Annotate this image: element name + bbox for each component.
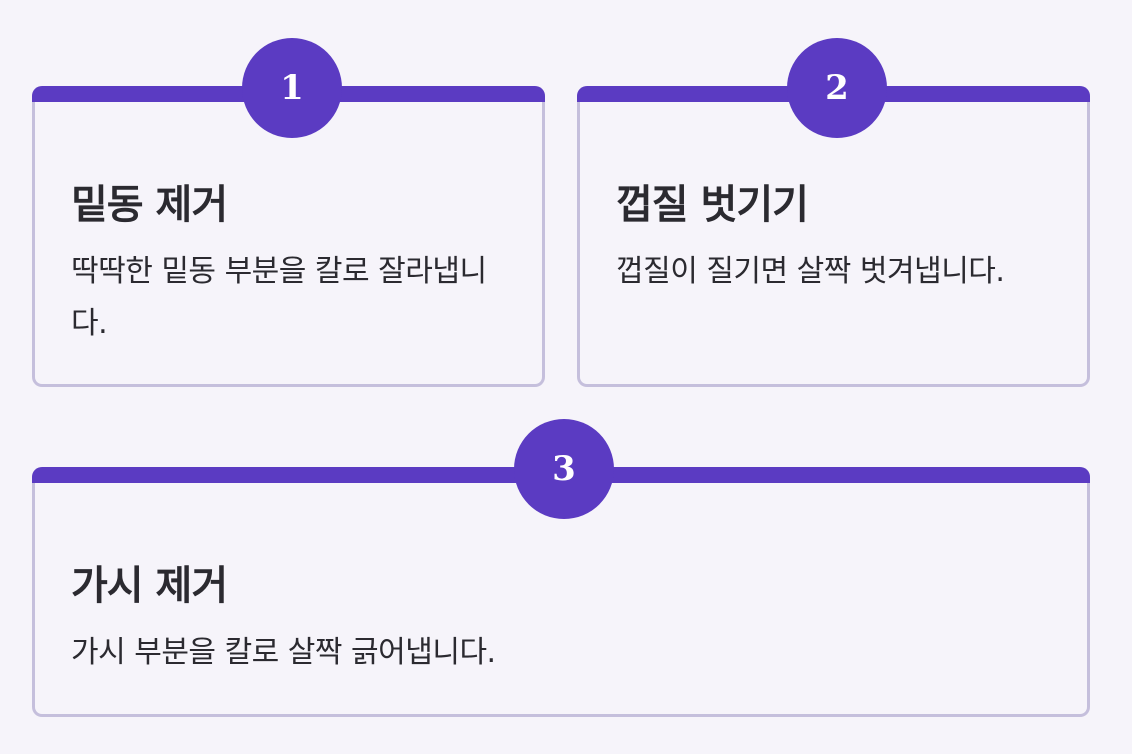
step-description: 딱딱한 밑동 부분을 칼로 잘라냅니다. bbox=[71, 254, 487, 341]
step-description: 가시 부분을 칼로 살짝 긁어냅니다. bbox=[71, 635, 496, 670]
step-card-3: 3 가시 제거 가시 부분을 칼로 살짝 긁어냅니다. bbox=[32, 419, 1090, 717]
step-card-1: 1 밑동 제거 딱딱한 밑동 부분을 칼로 잘라냅니다. bbox=[32, 38, 545, 387]
step-number-badge: 1 bbox=[242, 38, 342, 138]
step-title: 가시 제거 bbox=[71, 563, 228, 609]
step-description: 껍질이 질기면 살짝 벗겨냅니다. bbox=[616, 254, 1005, 289]
step-card-2: 2 껍질 벗기기 껍질이 질기면 살짝 벗겨냅니다. bbox=[577, 38, 1090, 387]
step-number-badge: 2 bbox=[787, 38, 887, 138]
step-title: 껍질 벗기기 bbox=[616, 182, 809, 228]
step-number-badge: 3 bbox=[514, 419, 614, 519]
step-title: 밑동 제거 bbox=[71, 182, 228, 228]
